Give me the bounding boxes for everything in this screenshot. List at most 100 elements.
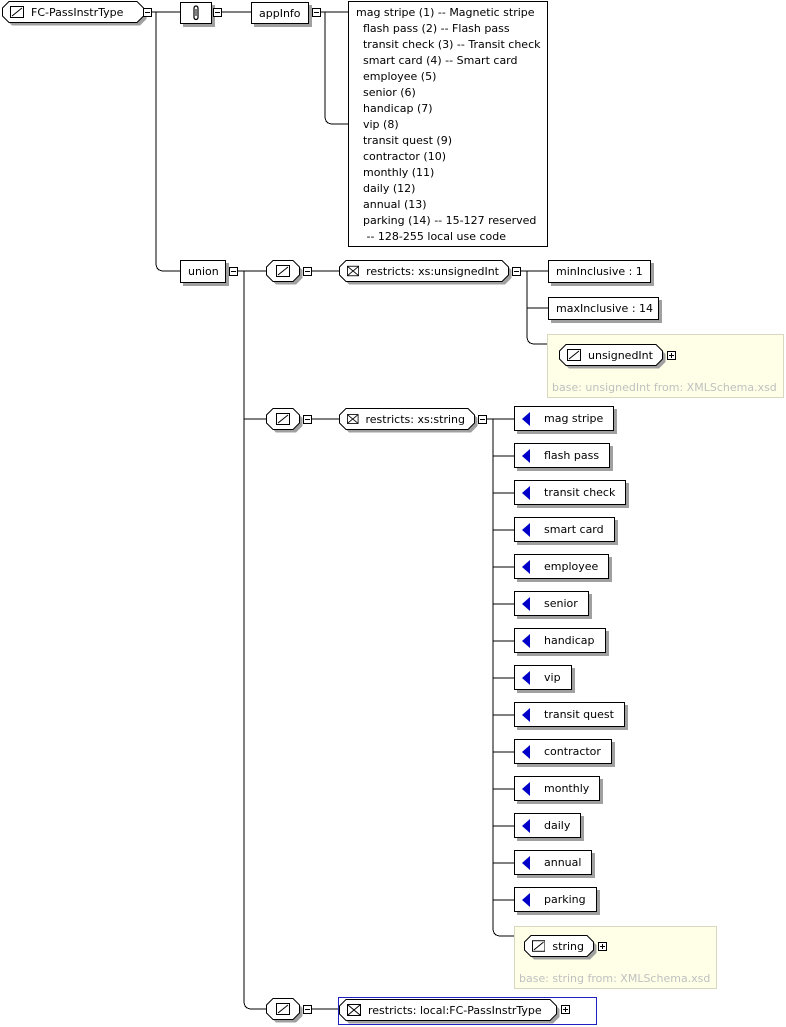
enumeration-marker-icon <box>522 522 530 537</box>
appinfo-label: appInfo <box>259 6 301 20</box>
member3-expand-toggle[interactable] <box>561 1005 570 1014</box>
facet-max-inclusive-label: maxInclusive : 14 <box>556 302 654 315</box>
doc-line: daily (12) <box>356 182 416 195</box>
facet-max-inclusive[interactable]: maxInclusive : 14 <box>548 297 659 320</box>
union-node[interactable]: union <box>180 260 226 283</box>
root-collapse-toggle[interactable] <box>143 8 152 17</box>
member2-simple-type-node[interactable] <box>266 408 303 433</box>
member3-simple-type-node[interactable] <box>266 998 303 1023</box>
doc-line: vip (8) <box>356 118 399 131</box>
member2-restriction-label: restricts: xs:string <box>365 412 466 426</box>
doc-line: annual (13) <box>356 198 427 211</box>
doc-line: contractor (10) <box>356 150 447 163</box>
enumeration-item[interactable]: vip <box>514 665 572 690</box>
enumeration-value: transit check <box>544 486 616 499</box>
enumeration-item[interactable]: transit check <box>514 480 627 505</box>
simple-type-icon <box>276 413 290 425</box>
enumeration-item[interactable]: mag stripe <box>514 406 615 431</box>
enumeration-marker-icon <box>522 855 530 870</box>
paperclip-icon <box>193 5 199 21</box>
doc-line: transit check (3) -- Transit check <box>356 38 541 51</box>
enumeration-item[interactable]: transit quest <box>514 702 625 727</box>
enumeration-marker-icon <box>522 892 530 907</box>
appinfo-collapse-toggle[interactable] <box>312 8 321 17</box>
enumeration-marker-icon <box>522 670 530 685</box>
appinfo-node[interactable]: appInfo <box>251 2 309 24</box>
member3-collapse-toggle[interactable] <box>303 1005 312 1014</box>
member2-restriction-node[interactable]: restricts: xs:string <box>339 408 478 433</box>
unsignedint-type-name: unsignedInt <box>588 348 653 362</box>
annotation-collapse-toggle[interactable] <box>213 8 222 17</box>
enumeration-value: flash pass <box>544 449 600 462</box>
enumeration-value: daily <box>544 819 571 832</box>
enumeration-marker-icon <box>522 633 530 648</box>
annotation-node[interactable] <box>180 2 212 24</box>
enumeration-item[interactable]: smart card <box>514 517 615 542</box>
enumeration-value: transit quest <box>544 708 614 721</box>
enumeration-item[interactable]: contractor <box>514 739 612 764</box>
string-expand-toggle[interactable] <box>598 942 607 951</box>
member1-restriction-node[interactable]: restricts: xs:unsignedInt <box>339 260 512 285</box>
enumeration-item[interactable]: monthly <box>514 776 601 801</box>
enumeration-item[interactable]: handicap <box>514 628 606 653</box>
enumeration-item[interactable]: flash pass <box>514 443 611 468</box>
union-collapse-toggle[interactable] <box>229 267 238 276</box>
enumeration-item[interactable]: annual <box>514 850 593 875</box>
member2-collapse-toggle[interactable] <box>303 415 312 424</box>
enumeration-value: parking <box>544 893 586 906</box>
enumeration-value: senior <box>544 597 578 610</box>
enumeration-marker-icon <box>522 559 530 574</box>
string-type-name: string <box>552 939 584 953</box>
root-simple-type-node[interactable]: FC-PassInstrType <box>2 1 147 26</box>
member1-collapse-toggle[interactable] <box>303 267 312 276</box>
enumeration-value: employee <box>544 560 599 573</box>
enumeration-marker-icon <box>522 485 530 500</box>
base-type-info: base: string from: XMLSchema.xsd <box>519 972 711 985</box>
member3-selection-frame <box>338 997 597 1025</box>
doc-line: employee (5) <box>356 70 437 83</box>
doc-line: senior (6) <box>356 86 416 99</box>
doc-line: parking (14) -- 15-127 reserved <box>356 214 537 227</box>
simple-type-icon <box>567 349 581 361</box>
root-type-name: FC-PassInstrType <box>31 5 124 19</box>
member3-restriction-node[interactable]: restricts: local:FC-PassInstrType <box>339 999 560 1024</box>
member1-restriction-toggle[interactable] <box>512 267 521 276</box>
union-label: union <box>188 265 219 278</box>
unsignedint-type-node[interactable]: unsignedInt <box>559 344 666 369</box>
enumeration-value: annual <box>544 856 582 869</box>
doc-line: monthly (11) <box>356 166 435 179</box>
enumeration-item[interactable]: senior <box>514 591 589 616</box>
doc-line: -- 128-255 local use code <box>356 230 507 243</box>
doc-line: handicap (7) <box>356 102 433 115</box>
enumeration-value: vip <box>544 671 561 684</box>
member1-restriction-label: restricts: xs:unsignedInt <box>366 264 499 278</box>
base-type-info: base: unsignedInt from: XMLSchema.xsd <box>552 381 777 394</box>
enumeration-value: handicap <box>544 634 595 647</box>
member2-restriction-toggle[interactable] <box>478 415 487 424</box>
enumeration-marker-icon <box>522 707 530 722</box>
appinfo-documentation: mag stripe (1) -- Magnetic stripe flash … <box>348 1 548 247</box>
unsignedint-expand-toggle[interactable] <box>667 351 676 360</box>
member1-simple-type-node[interactable] <box>266 260 303 285</box>
enumeration-marker-icon <box>522 411 530 426</box>
facet-min-inclusive[interactable]: minInclusive : 1 <box>548 260 651 283</box>
enumeration-marker-icon <box>522 818 530 833</box>
simple-type-icon <box>10 6 24 18</box>
doc-line: mag stripe (1) -- Magnetic stripe <box>356 6 535 19</box>
enumeration-value: mag stripe <box>544 412 604 425</box>
member3-restriction-label: restricts: local:FC-PassInstrType <box>368 1003 542 1017</box>
doc-line: transit quest (9) <box>356 134 452 147</box>
enumeration-marker-icon <box>522 596 530 611</box>
simple-type-icon <box>276 1003 290 1015</box>
restriction-icon <box>347 265 360 277</box>
restriction-icon <box>347 1004 361 1016</box>
enumeration-marker-icon <box>522 781 530 796</box>
enumeration-item[interactable]: daily <box>514 813 582 838</box>
string-type-node[interactable]: string <box>524 935 597 960</box>
enumeration-item[interactable]: parking <box>514 887 597 912</box>
enumeration-item[interactable]: employee <box>514 554 610 579</box>
simple-type-icon <box>532 940 546 952</box>
facet-min-inclusive-label: minInclusive : 1 <box>556 265 643 278</box>
enumeration-value: monthly <box>544 782 590 795</box>
